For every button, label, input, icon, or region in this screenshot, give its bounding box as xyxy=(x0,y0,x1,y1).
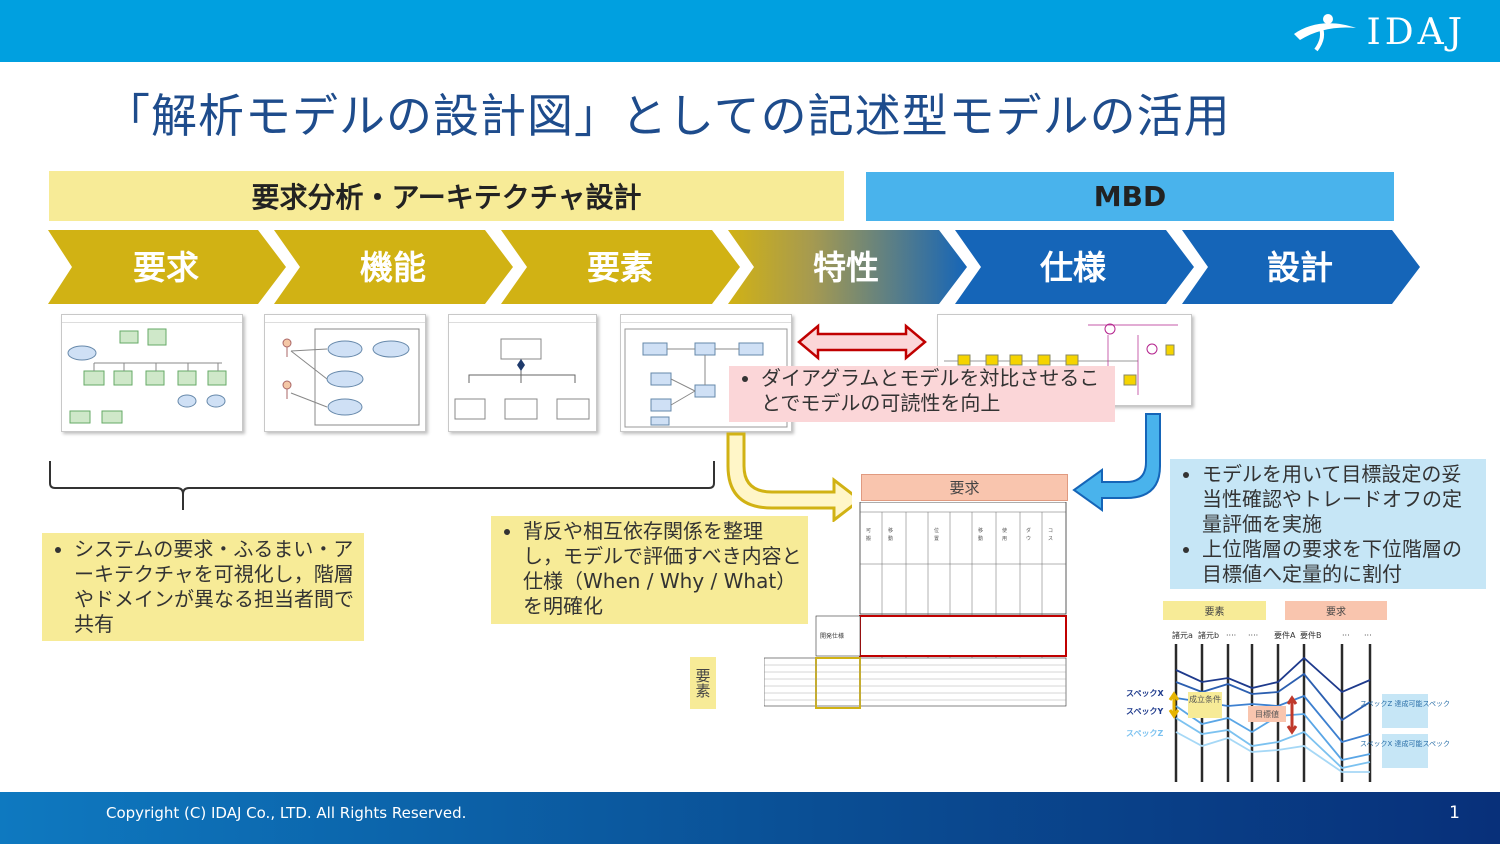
step-label-2: 機能 xyxy=(360,248,426,287)
process-chevrons: 要求 機能 要素 特性 仕様 設計 xyxy=(48,230,1420,304)
axis-label-2: 諸元b xyxy=(1198,630,1219,640)
axis-label-8: ··· xyxy=(1364,631,1372,640)
axis-label-7: ··· xyxy=(1342,631,1350,640)
axis-label-6: 要件B xyxy=(1300,630,1322,640)
svg-text:用: 用 xyxy=(1002,536,1007,542)
svg-text:搬: 搬 xyxy=(866,535,871,542)
copyright-text: Copyright (C) IDAJ Co., LTD. All Rights … xyxy=(106,804,467,822)
svg-text:動: 動 xyxy=(888,535,893,542)
readability-note-text: ダイアグラムとモデルを対比させることでモデルの可読性を向上 xyxy=(761,366,1107,416)
top-bar xyxy=(0,0,1500,62)
step-label-6: 設計 xyxy=(1267,248,1333,287)
tradeoff-requirement-tag: 要求 xyxy=(1285,601,1387,620)
svg-text:ダ: ダ xyxy=(1026,527,1031,534)
requirement-diagram-image xyxy=(67,328,227,424)
left-label-x: スペックX xyxy=(1126,688,1164,698)
svg-text:置: 置 xyxy=(934,536,939,542)
svg-text:動: 動 xyxy=(978,535,983,542)
requirement-matrix: 可搬 移動 位置 移動 使用 ダウ コス 開発仕様 xyxy=(764,502,1067,709)
from-model-blue-arrow xyxy=(1072,413,1161,512)
tradeoff-chart: 諸元a 諸元b ···· ···· 要件A 要件B ··· ··· スペックX … xyxy=(1126,630,1450,782)
diagram-model-double-arrow xyxy=(797,323,927,361)
svg-text:ウ: ウ xyxy=(1026,535,1031,542)
step-label-5: 仕様 xyxy=(1040,248,1107,287)
page-number: 1 xyxy=(1449,803,1460,823)
usecase-diagram-thumbnail xyxy=(264,314,426,432)
block-diagram-thumbnail xyxy=(448,314,597,432)
step-chevron-1: 要求 xyxy=(48,230,286,304)
to-matrix-yellow-arrow xyxy=(726,432,852,522)
step-chevron-6: 設計 xyxy=(1182,230,1420,304)
svg-text:ス: ス xyxy=(1048,536,1053,542)
step-chevron-3: 要素 xyxy=(501,230,740,304)
usecase-diagram-image xyxy=(282,328,420,426)
condition-label: 成立条件 xyxy=(1189,694,1221,704)
logo-swoosh-icon xyxy=(1294,14,1357,52)
matrix-requirement-header: 要求 xyxy=(861,474,1068,501)
svg-text:移: 移 xyxy=(978,527,983,534)
band-requirements-analysis: 要求分析・アーキテクチャ設計 xyxy=(49,171,844,221)
block-diagram-image xyxy=(454,338,590,420)
target-label: 目標値 xyxy=(1255,709,1279,719)
requirement-diagram-thumbnail xyxy=(61,314,243,432)
axis-label-1: 諸元a xyxy=(1172,630,1193,640)
svg-text:可: 可 xyxy=(866,528,871,534)
internal-block-diagram-thumbnail xyxy=(620,314,792,432)
step-chevron-4: 特性 xyxy=(728,230,967,304)
step-label-3: 要素 xyxy=(587,248,653,287)
step-chevron-5: 仕様 xyxy=(955,230,1194,304)
system-share-note-text: システムの要求・ふるまい・アーキテクチャを可視化し，階層やドメインが異なる担当者… xyxy=(74,537,358,637)
axis-label-3: ···· xyxy=(1226,631,1236,640)
readability-note: ダイアグラムとモデルを対比させることでモデルの可読性を向上 xyxy=(729,366,1115,422)
company-logo: IDAJ xyxy=(1290,10,1466,54)
step-label-4: 特性 xyxy=(813,248,879,287)
footer-bar xyxy=(0,792,1500,844)
svg-text:使: 使 xyxy=(1002,527,1007,534)
left-label-z: スペックZ xyxy=(1126,728,1163,738)
svg-text:移: 移 xyxy=(888,527,893,534)
dependency-note: 背反や相互依存関係を整理し，モデルで評価すべき内容と仕様（When / Why … xyxy=(491,516,808,624)
right-note-z: スペックZ 達成可能スペック xyxy=(1360,699,1450,708)
dependency-note-text: 背反や相互依存関係を整理し，モデルで評価すべき内容と仕様（When / Why … xyxy=(523,519,802,619)
svg-text:位: 位 xyxy=(934,527,939,534)
axis-label-5: 要件A xyxy=(1274,630,1296,640)
matrix-spec-row-label: 開発仕様 xyxy=(820,632,844,640)
mbd-point-2: 上位階層の要求を下位階層の目標値へ定量的に割付 xyxy=(1202,537,1480,587)
matrix-element-label: 要素 xyxy=(690,657,716,709)
logo-text: IDAJ xyxy=(1366,11,1466,53)
axis-label-4: ···· xyxy=(1248,631,1258,640)
thumbnails-brace xyxy=(49,461,715,510)
band-mbd: MBD xyxy=(866,172,1394,221)
right-note-x: スペックX 達成可能スペック xyxy=(1360,739,1450,748)
step-label-1: 要求 xyxy=(133,248,199,287)
mbd-point-1: モデルを用いて目標設定の妥当性確認やトレードオフの定量評価を実施 xyxy=(1202,462,1480,537)
page-title: 「解析モデルの設計図」としての記述型モデルの活用 xyxy=(104,89,1231,143)
svg-text:コ: コ xyxy=(1048,528,1053,534)
left-label-y: スペックY xyxy=(1126,706,1163,716)
tradeoff-element-tag: 要素 xyxy=(1163,601,1266,620)
step-chevron-2: 機能 xyxy=(274,230,513,304)
system-share-note: システムの要求・ふるまい・アーキテクチャを可視化し，階層やドメインが異なる担当者… xyxy=(42,533,364,641)
mbd-points-note: モデルを用いて目標設定の妥当性確認やトレードオフの定量評価を実施 上位階層の要求… xyxy=(1170,459,1486,589)
